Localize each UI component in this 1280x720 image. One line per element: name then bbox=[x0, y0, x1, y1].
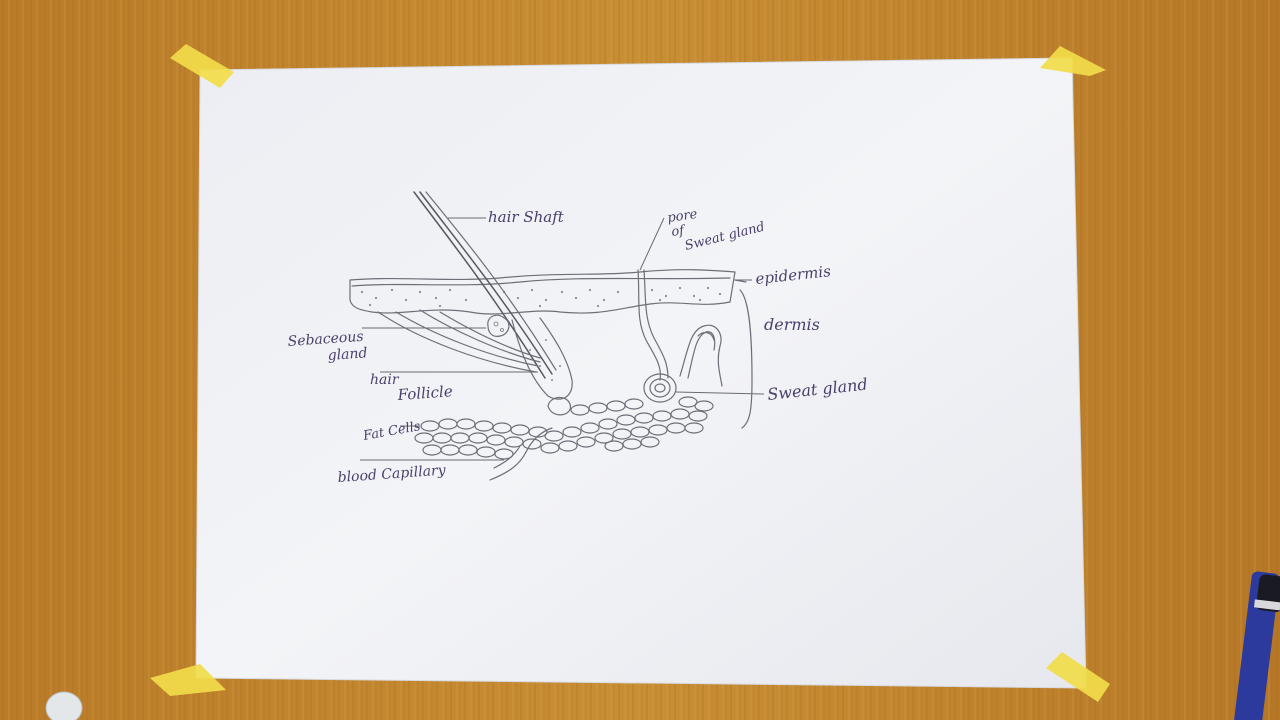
label-pore-line1: pore bbox=[666, 207, 698, 226]
sebaceous-gland bbox=[487, 314, 510, 337]
tape-top-right bbox=[1040, 46, 1106, 76]
tape-top-left bbox=[170, 44, 234, 88]
eraser bbox=[45, 691, 83, 720]
dermal-blood-vessel bbox=[679, 324, 723, 387]
epidermis-dots bbox=[360, 286, 722, 308]
sweat-gland bbox=[643, 373, 677, 403]
label-hair-follicle-line1: hair bbox=[370, 372, 400, 388]
label-dermis: dermis bbox=[764, 315, 820, 334]
paper-sheet bbox=[195, 57, 1087, 689]
marker-pen bbox=[1233, 571, 1280, 720]
hair-bulb bbox=[547, 396, 571, 416]
tape-bottom-left bbox=[150, 664, 226, 696]
hair-shaft bbox=[413, 191, 546, 379]
label-hair-follicle-line2: Follicle bbox=[396, 382, 453, 404]
tape-bottom-right bbox=[1046, 652, 1110, 702]
epidermis-layer bbox=[349, 269, 736, 315]
label-sebaceous-line2: gland bbox=[327, 345, 368, 364]
label-blood-capillary: blood Capillary bbox=[337, 462, 447, 486]
sweat-duct bbox=[637, 269, 661, 381]
blood-capillary bbox=[489, 427, 553, 481]
label-pore-line2: of bbox=[670, 223, 687, 240]
label-hair-shaft: hair Shaft bbox=[488, 208, 565, 226]
fat-cells bbox=[414, 396, 714, 460]
leader-lines bbox=[360, 217, 765, 461]
label-sebaceous-line1: Sebaceous bbox=[287, 329, 364, 350]
dermis-bracket bbox=[739, 289, 753, 429]
